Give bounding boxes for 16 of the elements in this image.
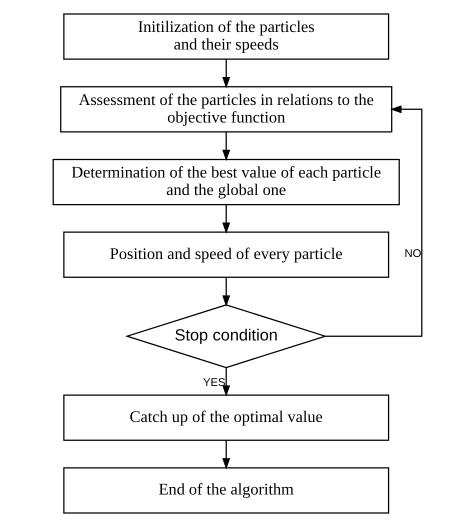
node-diamond: Stop condition xyxy=(124,304,327,368)
edge-label: NO xyxy=(404,247,421,260)
arrow xyxy=(325,104,422,336)
arrow xyxy=(222,276,230,306)
node-box: End of the algorithm xyxy=(62,466,389,514)
node-box: Position and speed of every particle xyxy=(62,231,389,278)
arrow xyxy=(222,131,230,161)
node-box: Assessment of the particles in relations to the objective function xyxy=(60,86,392,132)
edge-label: YES xyxy=(202,376,226,388)
arrow xyxy=(222,367,230,396)
node-box: Initilization of the particles and their speeds xyxy=(62,12,389,60)
arrow xyxy=(222,440,230,469)
arrow xyxy=(222,58,230,88)
node-box: Catch up of the optimal value xyxy=(62,394,389,440)
arrow xyxy=(222,204,230,234)
node-box: Determination of the best value of each particle and the global one xyxy=(52,158,400,205)
